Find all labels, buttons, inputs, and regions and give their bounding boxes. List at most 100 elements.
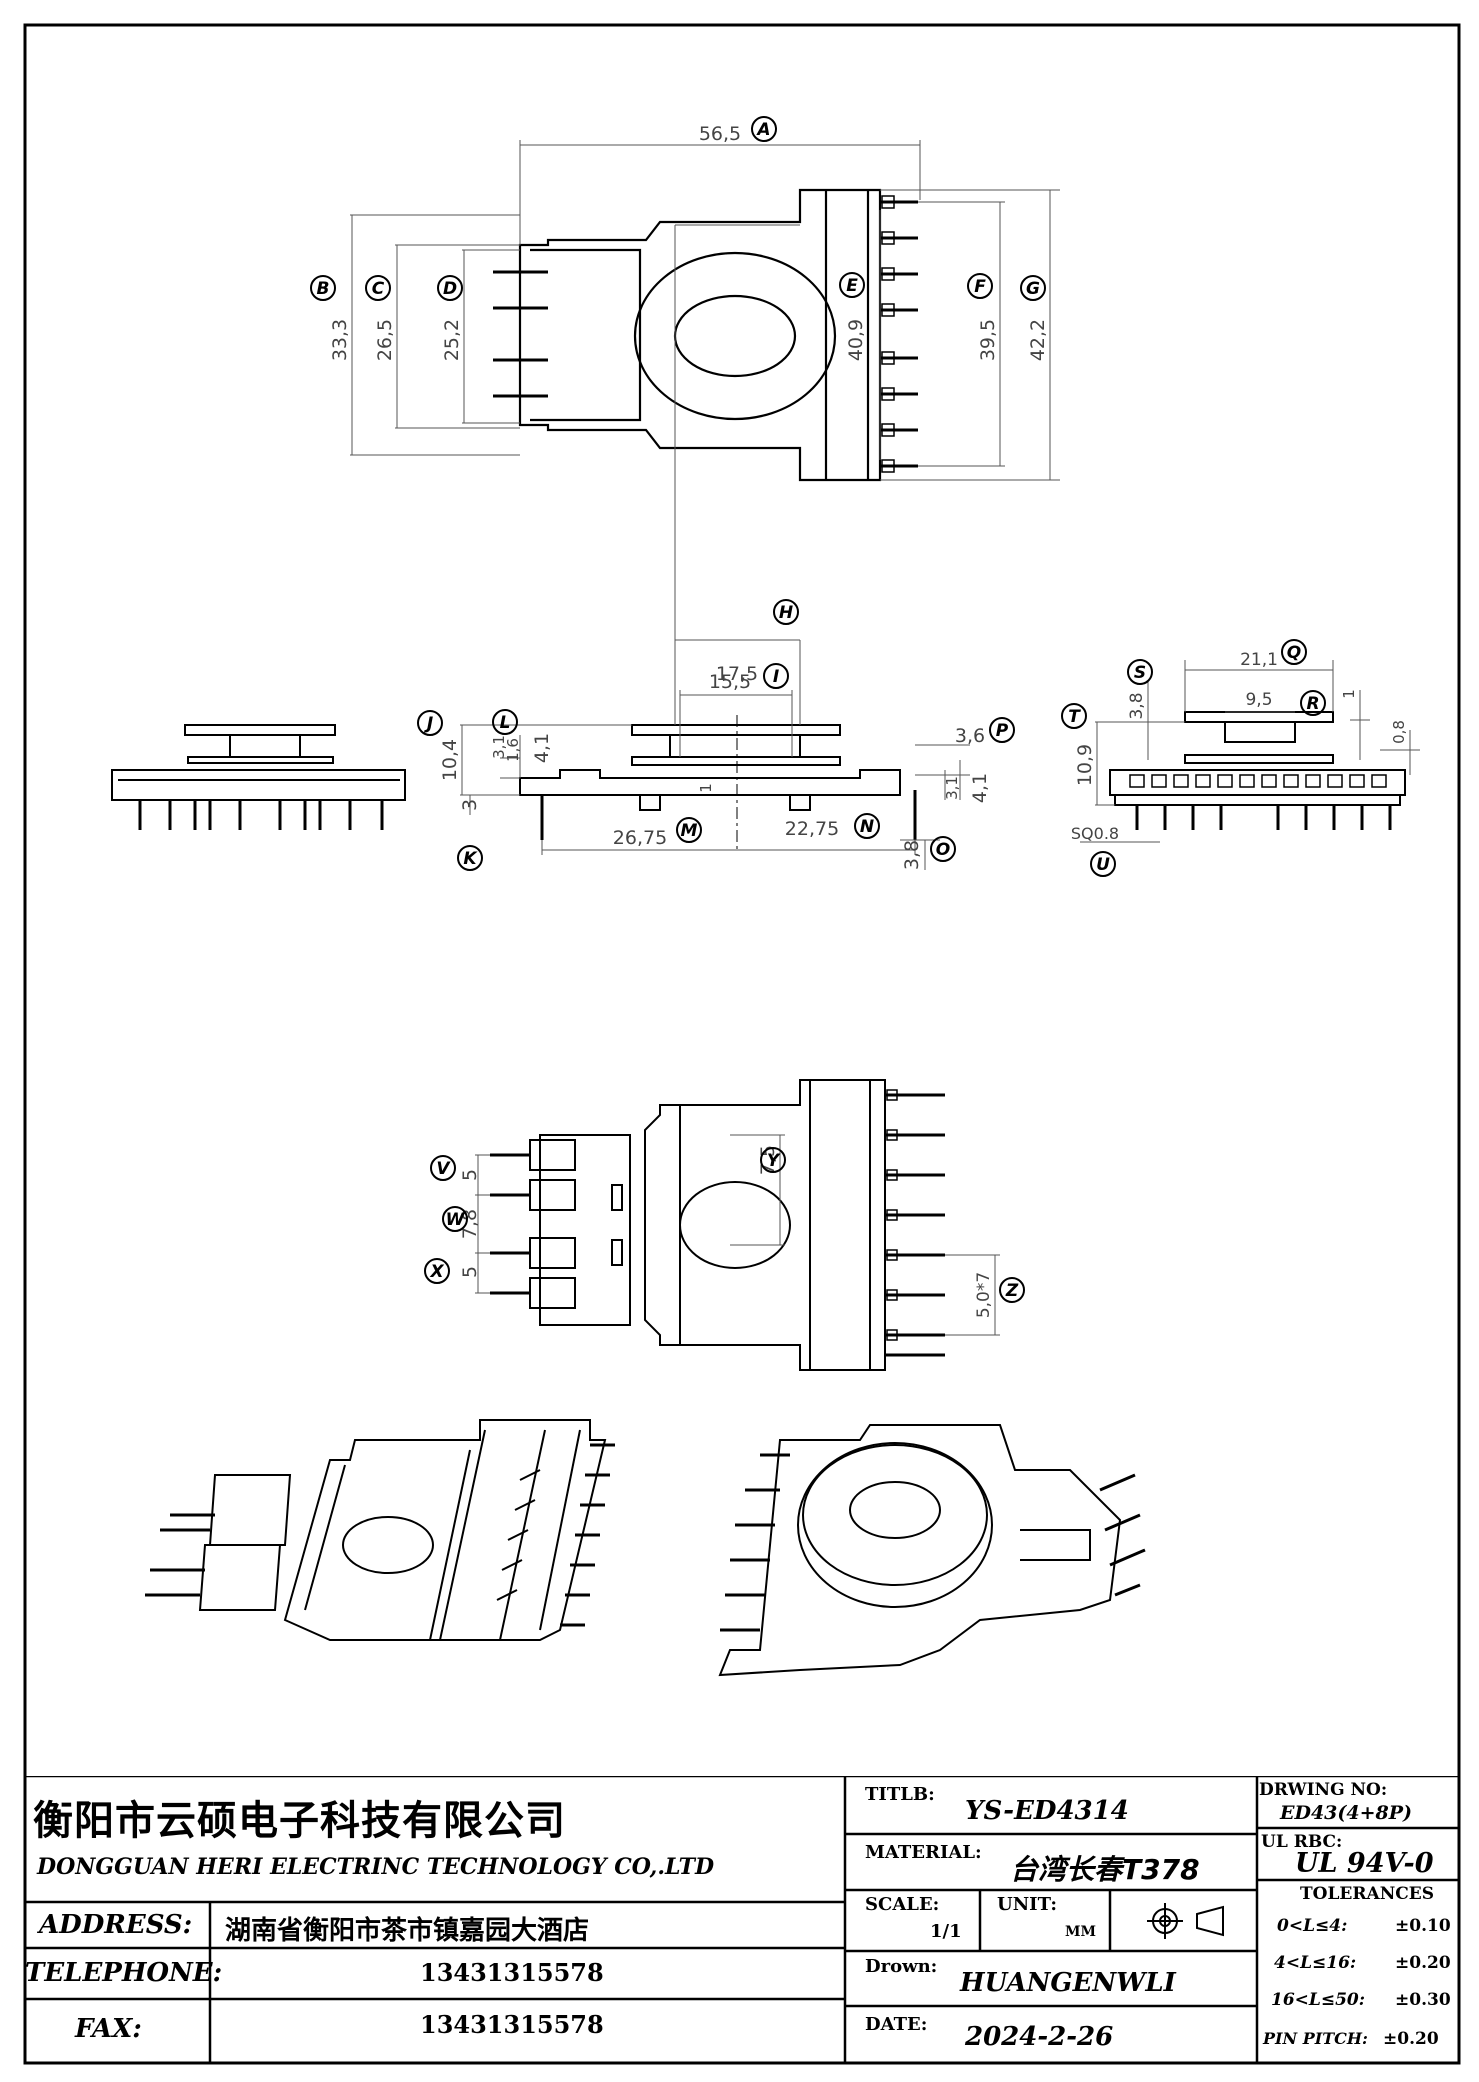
bottom-view — [490, 1079, 945, 1371]
bubble-J: J — [417, 710, 443, 736]
company-name-en: DONGGUAN HERI ELECTRINC TECHNOLOGY CO,.L… — [37, 1854, 715, 1880]
bubble-N: N — [854, 813, 880, 839]
fax-label: FAX: — [75, 2014, 142, 2044]
dim-center-value: 1 — [697, 783, 715, 793]
dim-O-value: 3,8 — [901, 840, 923, 870]
dim-P2-value: 3,1 — [943, 776, 961, 800]
svg-text:J: J — [424, 714, 433, 734]
dim-T2-value: 0,8 — [1390, 720, 1408, 744]
dim-Z-value: 5,0*7 — [974, 1272, 994, 1318]
title-block: 衡阳市云硕电子科技有限公司 DONGGUAN HERI ELECTRINC TE… — [25, 1776, 1459, 2063]
tolerance-range-4: PIN PITCH: — [1263, 2029, 1368, 2048]
unit-label: UNIT: — [997, 1894, 1057, 1915]
svg-text:S: S — [1134, 663, 1146, 683]
dim-U-value: SQ0.8 — [1071, 824, 1119, 843]
date-value: 2024-2-26 — [965, 2022, 1114, 2052]
ul-value: UL 94V-0 — [1295, 1848, 1434, 1879]
bubble-R: R — [1300, 690, 1326, 716]
dim-E-value: 40,9 — [845, 319, 867, 361]
dim-S2-value: 1 — [1340, 689, 1358, 699]
dim-L2-value: 1,6 — [504, 738, 522, 762]
drawn-label: Drown: — [865, 1956, 938, 1977]
svg-text:H: H — [779, 603, 793, 623]
dim-M-value: 26,75 — [613, 827, 667, 849]
svg-text:O: O — [936, 840, 950, 860]
bubble-P: P — [989, 717, 1015, 743]
svg-text:U: U — [1096, 855, 1110, 875]
projection-symbol — [1147, 1903, 1224, 1939]
svg-text:A: A — [755, 120, 770, 140]
address-label: ADDRESS: — [39, 1910, 193, 1940]
tolerance-value-4: ±0.20 — [1383, 2029, 1439, 2049]
bubble-D: D — [437, 275, 463, 301]
ul-label: UL RBC: — [1261, 1832, 1343, 1852]
material-label: MATERIAL: — [865, 1842, 982, 1863]
bubble-F: F — [967, 273, 993, 299]
side-view — [519, 715, 917, 850]
dim-B-value: 33,3 — [329, 319, 351, 361]
drawing-no-value: ED43(4+8P) — [1280, 1802, 1413, 1824]
date-label: DATE: — [865, 2014, 928, 2035]
bubble-I: I — [763, 663, 789, 689]
bubble-Z: Z — [999, 1277, 1025, 1303]
end-view-dim-lines — [1080, 660, 1420, 843]
svg-text:G: G — [1026, 279, 1040, 299]
dim-K-value: 3 — [459, 799, 481, 811]
svg-text:P: P — [996, 721, 1009, 741]
dim-G-value: 42,2 — [1027, 319, 1049, 361]
bubble-E: E — [839, 272, 865, 298]
material-value: 台湾长春T378 — [1010, 1853, 1200, 1886]
title-label: TITLB: — [865, 1784, 935, 1805]
svg-text:Z: Z — [1005, 1281, 1019, 1301]
svg-text:N: N — [860, 817, 874, 837]
svg-text:F: F — [974, 277, 986, 297]
bubble-W: W — [442, 1206, 468, 1232]
bubble-V: V — [430, 1155, 456, 1181]
dim-P-value: 3,6 — [955, 725, 985, 747]
dim-A-value: 56,5 — [699, 123, 741, 145]
dim-W-value: 7,8 — [459, 1209, 481, 1239]
iso-view-left — [145, 1419, 615, 1641]
dim-D-value: 25,2 — [441, 319, 463, 361]
bubble-C: C — [365, 275, 391, 301]
front-view-small — [111, 724, 406, 830]
drawn-value: HUANGENWLI — [960, 1968, 1176, 1998]
title-value: YS-ED4314 — [965, 1796, 1129, 1826]
svg-text:C: C — [372, 279, 385, 299]
svg-text:K: K — [463, 849, 478, 869]
bubble-Y: Y — [760, 1147, 786, 1173]
svg-text:D: D — [443, 279, 457, 299]
bubble-K: K — [457, 845, 483, 871]
svg-text:Q: Q — [1287, 643, 1301, 663]
bubble-L: L — [492, 709, 518, 735]
bottom-view-dim-lines — [475, 1134, 1000, 1336]
svg-text:T: T — [1068, 707, 1081, 727]
telephone-label: TELEPHONE: — [25, 1958, 223, 1988]
svg-text:X: X — [429, 1262, 444, 1282]
dim-V-value: 5 — [459, 1169, 481, 1181]
sheet-border — [23, 23, 1461, 2065]
telephone-value: 13431315578 — [420, 1958, 604, 1987]
scale-value: 1/1 — [930, 1921, 962, 1942]
dim-X-value: 5 — [459, 1266, 481, 1278]
tolerance-value-1: ±0.10 — [1395, 1916, 1451, 1936]
bubble-M: M — [676, 817, 702, 843]
bubble-G: G — [1020, 275, 1046, 301]
dim-H-value: 17,5 — [716, 663, 758, 685]
svg-text:E: E — [846, 276, 858, 296]
company-name-cn: 衡阳市云硕电子科技有限公司 — [33, 1798, 566, 1844]
dim-J-value: 10,4 — [439, 739, 461, 781]
bubble-T: T — [1061, 703, 1087, 729]
bubble-B: B — [310, 275, 336, 301]
dim-R-value: 9,5 — [1245, 690, 1272, 710]
dim-S-value: 3,8 — [1127, 692, 1147, 719]
bubble-Q: Q — [1281, 639, 1307, 665]
dim-L3-value: 4,1 — [531, 733, 553, 763]
iso-view-right — [718, 1424, 1146, 1677]
dim-C-value: 26,5 — [374, 319, 396, 361]
dim-F-value: 39,5 — [977, 319, 999, 361]
dim-Q-value: 21,1 — [1240, 650, 1278, 670]
tolerance-range-3: 16<L≤50: — [1271, 1990, 1366, 2010]
